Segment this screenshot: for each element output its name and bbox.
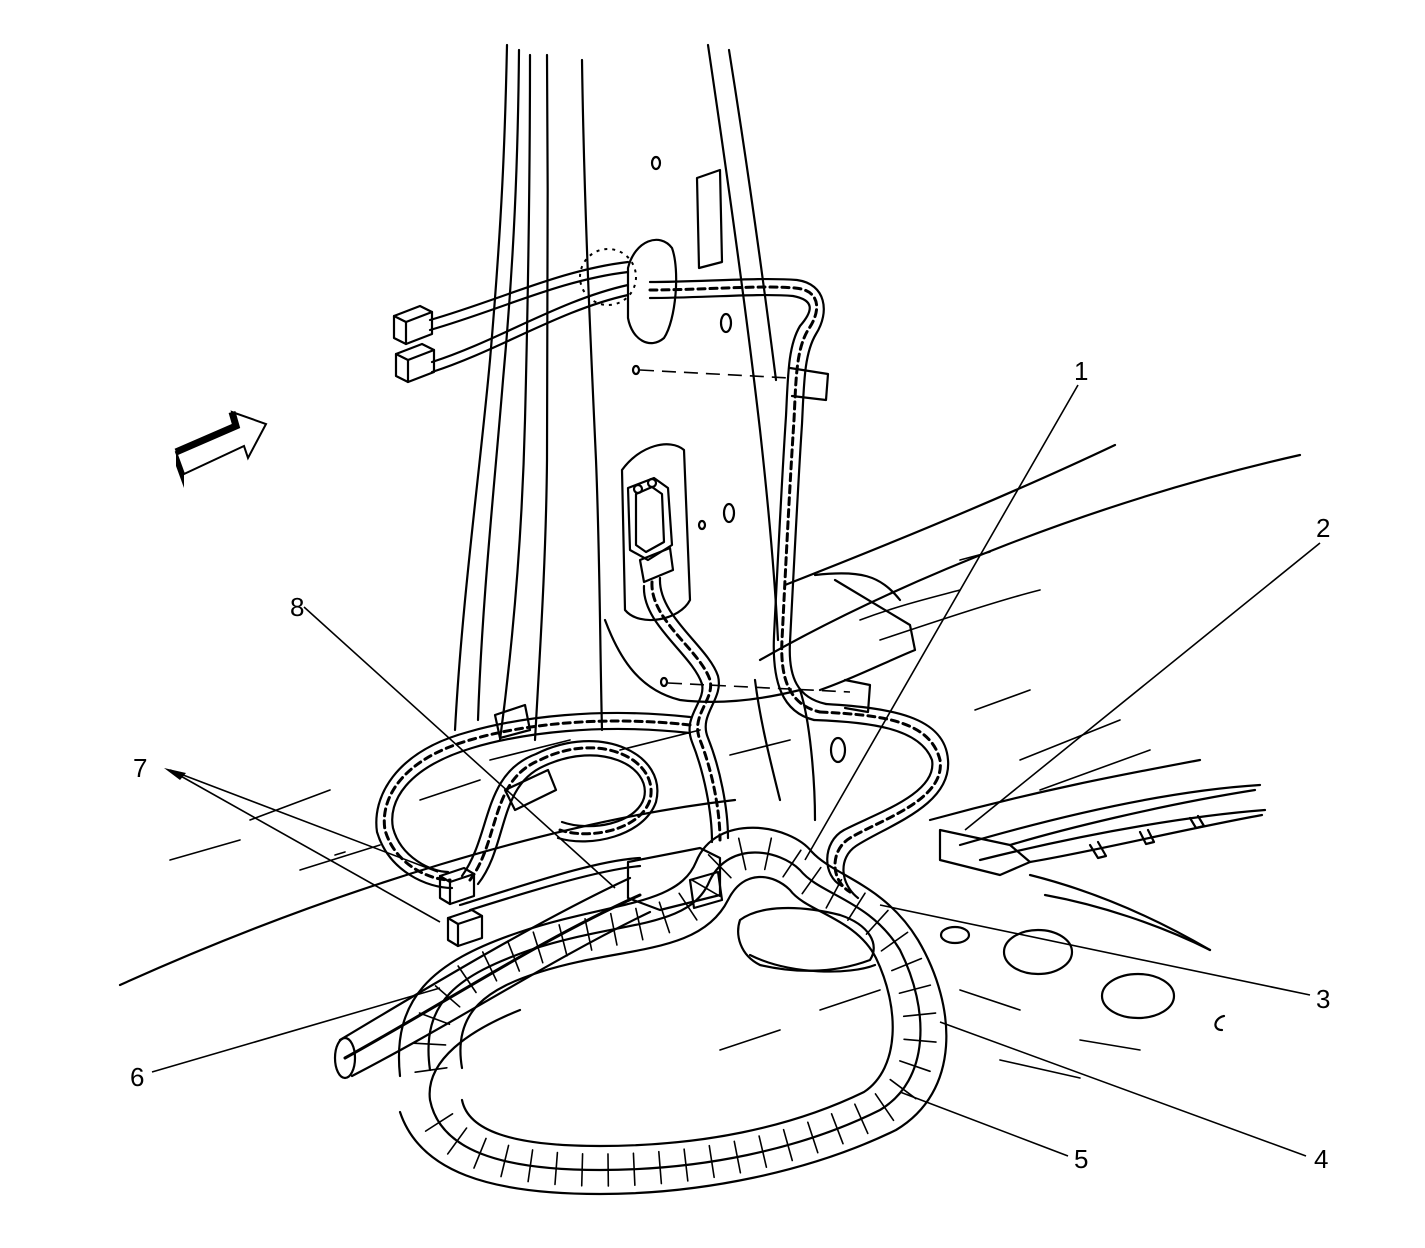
harness-rib xyxy=(782,1128,794,1162)
connector-lower-2 xyxy=(446,908,484,948)
harness-rib xyxy=(830,1113,844,1145)
harness-rib xyxy=(707,854,732,879)
harness-rib xyxy=(865,909,889,935)
harness-rib xyxy=(678,892,698,921)
harness-rib xyxy=(506,940,521,972)
harness-rib xyxy=(733,1140,742,1174)
harness-rib xyxy=(806,1121,819,1154)
front-direction-arrow-icon xyxy=(174,410,268,488)
harness-rib xyxy=(527,1149,534,1183)
harness-rib xyxy=(825,878,843,909)
connector-upper-1 xyxy=(392,304,434,346)
harness-rib xyxy=(902,1012,937,1018)
harness-rib xyxy=(414,1066,448,1074)
harness-rib xyxy=(782,849,802,878)
harness-rib xyxy=(658,1150,663,1185)
callout-8: 8 xyxy=(290,592,304,622)
callout-7: 7 xyxy=(133,753,147,783)
harness-rib xyxy=(558,924,568,957)
harness-rib xyxy=(580,1152,584,1187)
harness-rib xyxy=(446,1127,468,1155)
connector-upper-2 xyxy=(394,342,436,384)
harness-rib xyxy=(691,879,721,898)
pillar-structure xyxy=(453,43,872,822)
side-impact-module xyxy=(626,476,675,584)
harness-rib xyxy=(412,1042,447,1046)
harness-rib xyxy=(898,1060,931,1073)
harness-rib xyxy=(683,1148,689,1182)
harness-rib xyxy=(632,1152,636,1187)
callout-5: 5 xyxy=(1074,1144,1088,1174)
harness-rib xyxy=(890,957,923,972)
harness-rib xyxy=(889,1078,917,1100)
harness-rib xyxy=(763,837,773,871)
callout-1: 1 xyxy=(1074,356,1088,386)
harness-rib xyxy=(424,1113,454,1132)
harness-rib xyxy=(434,985,461,1008)
harness-rib xyxy=(880,931,909,952)
callout-2: 2 xyxy=(1316,513,1330,543)
harness-rib xyxy=(481,951,498,982)
harness-rib xyxy=(758,1135,768,1168)
harness-rib xyxy=(584,918,593,951)
harness-rib xyxy=(658,901,671,934)
harness-rib xyxy=(635,907,644,941)
harness-rib xyxy=(898,984,932,995)
callout-3: 3 xyxy=(1316,984,1330,1014)
callout-4: 4 xyxy=(1314,1144,1328,1174)
harness-rib xyxy=(801,866,822,895)
harness-rib xyxy=(418,1012,451,1026)
harness-rib xyxy=(854,1103,869,1135)
wiring-harness xyxy=(333,260,950,1196)
harness-rib xyxy=(500,1144,510,1178)
callout-6: 6 xyxy=(130,1062,144,1092)
harness-rib xyxy=(554,1151,559,1186)
harness-rib xyxy=(737,837,747,871)
harness-rib xyxy=(457,965,477,994)
harness-rib xyxy=(874,1093,895,1122)
harness-rib xyxy=(532,931,544,964)
harness-rib xyxy=(708,1144,715,1179)
connector-lower-1 xyxy=(438,866,476,906)
harness-rib xyxy=(609,912,618,946)
harness-rib xyxy=(847,892,866,922)
floor-panel xyxy=(118,443,1302,1079)
callout-leaders xyxy=(151,384,1321,1157)
harness-rib xyxy=(903,1038,937,1043)
harness-rib xyxy=(473,1137,487,1169)
callout-labels: 1 2 3 4 5 6 7 8 xyxy=(130,356,1330,1174)
